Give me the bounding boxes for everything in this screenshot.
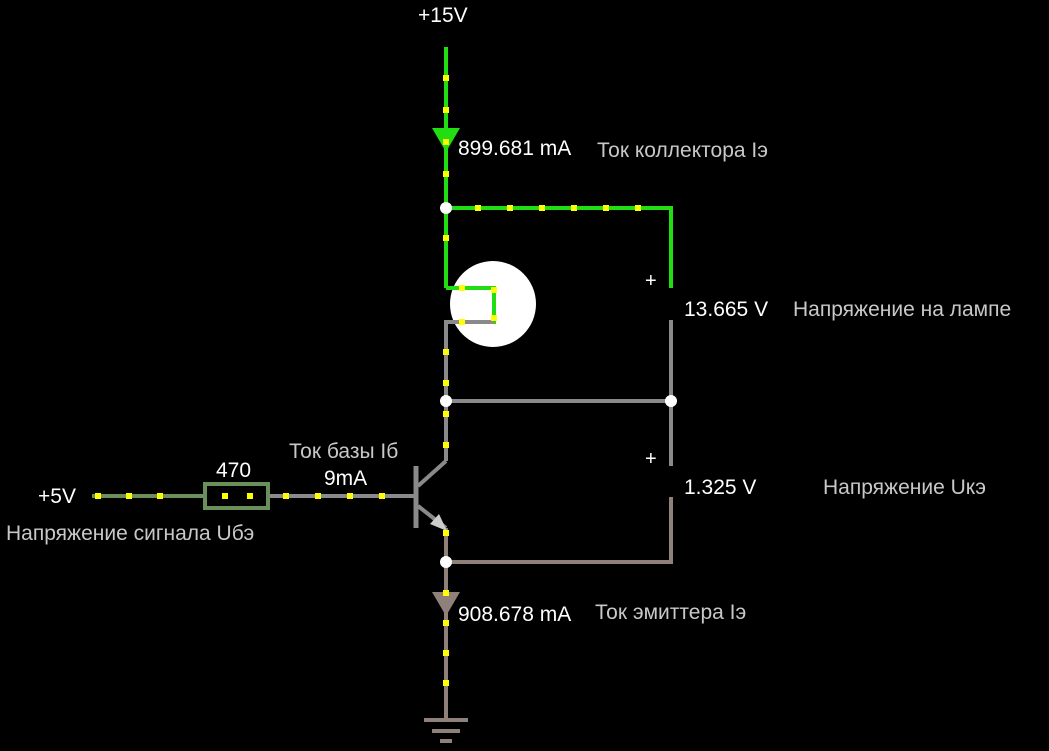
current-dot (443, 650, 449, 656)
current-dot (315, 493, 321, 499)
current-dot (475, 205, 481, 211)
resistor[interactable] (203, 482, 270, 510)
ground-symbol (424, 718, 468, 743)
current-dot (443, 680, 449, 686)
current-dot (443, 411, 449, 417)
node-emitter[interactable] (440, 556, 452, 568)
current-dot (459, 285, 465, 291)
current-dot (635, 205, 641, 211)
collector-current-value: 899.681 mA (458, 137, 571, 160)
current-dot (443, 590, 449, 596)
lamp-voltage-caption: Напряжение на лампе (793, 298, 1011, 321)
current-dot (247, 493, 253, 499)
current-dot (443, 235, 449, 241)
current-dot (283, 493, 289, 499)
current-dots (95, 75, 641, 686)
node-meter[interactable] (665, 395, 677, 407)
emitter-current-value: 908.678 mA (458, 603, 571, 626)
uce-voltage-caption: Напряжение Uкэ (823, 476, 986, 499)
current-dot (222, 493, 228, 499)
collector-current-caption: Ток коллектора Iэ (597, 139, 768, 162)
current-dot (443, 349, 449, 355)
current-dot (443, 107, 449, 113)
current-dot (443, 530, 449, 536)
node-collector[interactable] (440, 395, 452, 407)
npn-transistor[interactable] (413, 459, 448, 531)
current-dot (157, 493, 163, 499)
current-dot (491, 287, 497, 293)
current-dot (571, 205, 577, 211)
transistor-emitter-arrow (430, 514, 447, 531)
current-dot (126, 493, 132, 499)
junction-nodes (440, 202, 677, 568)
emitter-current-caption: Ток эмиттера Iэ (595, 601, 746, 624)
supply-top-label: +15V (418, 4, 468, 27)
signal-voltage-caption: Напряжение сигнала Uбэ (6, 522, 254, 545)
lamp-bypass-wire[interactable] (446, 206, 673, 288)
current-dot (443, 171, 449, 177)
collector-wires (92, 47, 673, 718)
current-dot (603, 205, 609, 211)
emitter-current-arrow (432, 592, 460, 616)
current-dot (443, 620, 449, 626)
current-dot (95, 493, 101, 499)
uce-voltage-value: 1.325 V (684, 476, 756, 499)
resistor-value-label: 470 (216, 459, 251, 482)
uce-meter-plus: + (645, 448, 657, 470)
meter-wire-bottom[interactable] (446, 497, 673, 564)
current-dot (443, 442, 449, 448)
current-dot (379, 493, 385, 499)
current-dot (347, 493, 353, 499)
lamp-meter-plus: + (645, 270, 657, 292)
current-dot (507, 205, 513, 211)
transistor-collector-leg (416, 459, 448, 488)
current-dot (443, 380, 449, 386)
lamp-voltage-value: 13.665 V (684, 298, 768, 321)
current-dot (443, 139, 449, 145)
current-dot (539, 205, 545, 211)
base-current-caption: Ток базы Iб (289, 440, 398, 463)
current-dot (491, 315, 497, 321)
current-dot (443, 75, 449, 81)
signal-source-label: +5V (38, 485, 76, 508)
node-collector-top[interactable] (440, 202, 452, 214)
current-dot (459, 319, 465, 325)
base-current-value: 9mA (324, 467, 367, 490)
